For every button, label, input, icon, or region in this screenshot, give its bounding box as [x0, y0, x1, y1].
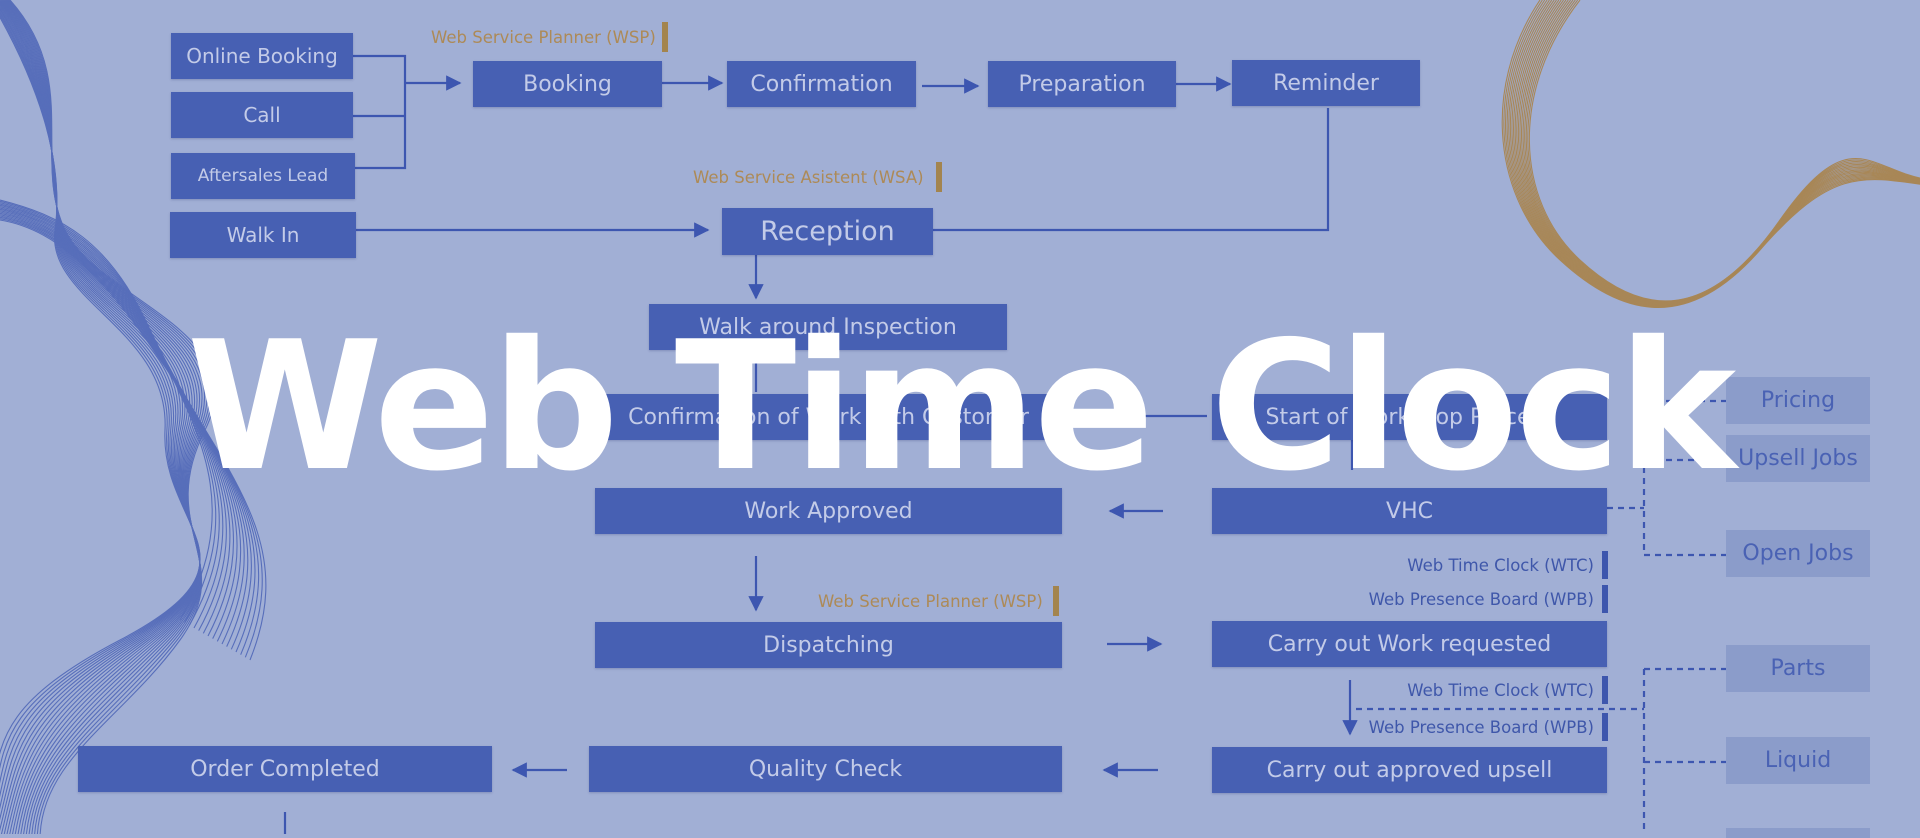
- role-marker-bar: [1052, 586, 1059, 616]
- confirmation-with-customer-box: Confirmation of Work with Customer: [595, 394, 1062, 440]
- role-marker-bar: [661, 22, 668, 52]
- dispatching-box: Dispatching: [595, 622, 1062, 668]
- online-booking-box: Online Booking: [171, 33, 353, 79]
- connector-reminder-reception: [933, 108, 1330, 232]
- role-label-text: Web Service Planner (WSP): [431, 27, 656, 47]
- role-label-text: Web Service Asistent (WSA): [693, 167, 924, 187]
- role-label-wtc-2: Web Time Clock (WTC): [1407, 676, 1608, 704]
- role-marker-bar: [1602, 551, 1608, 579]
- vhc-box: VHC: [1212, 488, 1607, 534]
- preparation-box: Preparation: [988, 61, 1176, 107]
- wave-line: [1528, 0, 1920, 302]
- booking-box: Booking: [473, 61, 662, 107]
- blue-wave-decoration: [0, 0, 267, 834]
- open-jobs-item: Open Jobs: [1726, 530, 1870, 577]
- role-label-wsa: Web Service Asistent (WSA): [693, 162, 942, 192]
- role-label-text: Web Time Clock (WTC): [1407, 555, 1594, 575]
- reception-box: Reception: [722, 208, 933, 255]
- walk-around-inspection-box: Walk around Inspection: [649, 304, 1007, 350]
- call-box: Call: [171, 92, 353, 138]
- role-label-text: Web Presence Board (WPB): [1368, 717, 1594, 737]
- confirmation-box: Confirmation: [727, 61, 916, 107]
- wave-line: [0, 219, 267, 661]
- role-label-wpb-2: Web Presence Board (WPB): [1369, 713, 1608, 741]
- role-marker-bar: [1602, 585, 1608, 613]
- order-completed-box: Order Completed: [78, 746, 492, 792]
- role-label-wtc-1: Web Time Clock (WTC): [1407, 551, 1608, 579]
- role-label-text: Web Time Clock (WTC): [1407, 680, 1594, 700]
- liquid-item: Liquid: [1726, 737, 1870, 784]
- role-label-text: Web Service Planner (WSP): [818, 591, 1043, 611]
- gold-wave-decoration: [1501, 0, 1920, 308]
- role-label-text: Web Presence Board (WPB): [1368, 589, 1594, 609]
- role-marker-bar: [935, 162, 942, 192]
- aftersales-lead-box: Aftersales Lead: [171, 153, 355, 199]
- pricing-item: Pricing: [1726, 377, 1870, 424]
- role-marker-bar: [1602, 676, 1608, 704]
- role-label-wsp-top: Web Service Planner (WSP): [431, 22, 668, 52]
- work-approved-box: Work Approved: [595, 488, 1062, 534]
- upsell-jobs-item: Upsell Jobs: [1726, 435, 1870, 482]
- connector-online-booking: [353, 54, 407, 170]
- start-workshop-process-box: Start of Workshop Process: [1212, 394, 1607, 440]
- carry-out-work-requested-box: Carry out Work requested: [1212, 621, 1607, 667]
- reminder-box: Reminder: [1232, 60, 1420, 106]
- role-marker-bar: [1602, 713, 1608, 741]
- quality-check-box: Quality Check: [589, 746, 1062, 792]
- parts-item: Parts: [1726, 645, 1870, 692]
- side-item-cut-off: [1726, 828, 1870, 838]
- role-label-wpb-1: Web Presence Board (WPB): [1369, 585, 1608, 613]
- carry-out-approved-upsell-box: Carry out approved upsell: [1212, 747, 1607, 793]
- page-title: Web Time Clock: [186, 303, 1737, 510]
- walk-in-box: Walk In: [170, 212, 356, 258]
- role-label-wsp-mid: Web Service Planner (WSP): [818, 586, 1059, 616]
